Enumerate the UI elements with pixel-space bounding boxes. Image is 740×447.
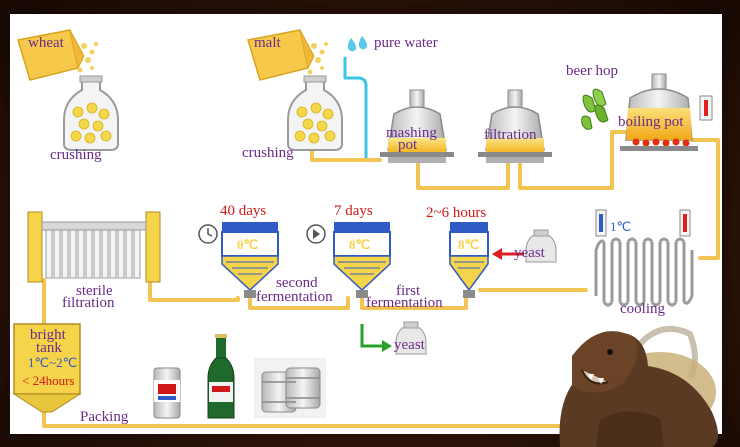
bright-tank-time: < 24hours xyxy=(22,373,75,388)
tank-second-temp: 8℃ xyxy=(349,237,371,252)
pipe-first-second xyxy=(360,296,468,310)
water-pipe xyxy=(310,56,368,162)
malt-label: malt xyxy=(254,35,281,51)
yeast-in-arrow xyxy=(492,248,524,260)
crushing-jar-1 xyxy=(63,75,119,151)
second-fermentation-label-b: fermentation xyxy=(256,289,333,305)
first-fermentation-label-a: first xyxy=(396,283,421,299)
beer-hop-label: beer hop xyxy=(566,63,619,79)
yeast-jar-icon xyxy=(525,229,557,263)
time-40-days: 40 days xyxy=(220,203,267,219)
play-icon xyxy=(306,224,326,244)
tank-third-temp: 0℃ xyxy=(237,237,259,252)
bright-tank-label-a: bright xyxy=(30,327,66,343)
yeast-out-arrow xyxy=(360,324,392,352)
boiling-pot-label: boiling pot xyxy=(618,114,684,130)
thermometer-icon xyxy=(699,95,713,121)
beer-bottle-icon xyxy=(207,334,235,419)
tank-third xyxy=(221,222,279,298)
hop-icon xyxy=(581,88,609,130)
sterile-filter xyxy=(27,211,161,283)
bright-tank-label-b: tank xyxy=(36,340,62,356)
sterile-filtration-label-b: filtration xyxy=(62,295,115,311)
clock-icon xyxy=(198,224,218,244)
keg-icon xyxy=(254,358,326,418)
sterile-filtration-label-a: sterile xyxy=(76,283,113,299)
mashing-label: mashing xyxy=(386,125,437,141)
beer-can-icon xyxy=(153,367,181,419)
pipe-filter-boil xyxy=(518,130,630,190)
packing-label: Packing xyxy=(80,409,129,425)
filtration-pot xyxy=(478,89,552,163)
yeast-out-label: yeast xyxy=(394,337,425,353)
bright-tank xyxy=(12,323,82,413)
bright-tank-temp: 1℃~2℃ xyxy=(28,355,78,370)
pipe-boil-cool xyxy=(690,138,720,260)
water-drops-icon xyxy=(347,36,368,52)
first-fermentation-label-b: fermentation xyxy=(366,295,443,311)
yeast-jar-out-icon xyxy=(395,321,427,355)
pipe-mash-filter xyxy=(416,162,510,190)
wheat-bag-icon xyxy=(17,29,98,81)
yeast-in-label: yeast xyxy=(514,245,545,261)
crushing-label-2: crushing xyxy=(242,145,294,161)
pipe-crush-mash xyxy=(310,148,382,162)
wheat-label: wheat xyxy=(28,35,64,51)
tank-first-temp: 8℃ xyxy=(458,237,480,252)
bear-icon xyxy=(559,325,718,447)
cooler xyxy=(594,209,694,307)
time-2-6-hours: 2~6 hours xyxy=(426,205,487,221)
crushing-label-1: crushing xyxy=(50,147,102,163)
mashing-pot-label: pot xyxy=(398,137,418,153)
pipe-second-third xyxy=(248,296,350,310)
cooling-label: cooling xyxy=(620,301,665,317)
malt-bag-icon xyxy=(247,29,328,81)
pipe-third-sterile xyxy=(148,280,240,302)
tank-second xyxy=(333,222,391,298)
pipe-bright-pack xyxy=(42,410,582,428)
pipes xyxy=(42,56,720,428)
tank-first xyxy=(449,222,489,298)
mashing-pot xyxy=(380,89,454,163)
time-7-days: 7 days xyxy=(334,203,373,219)
boiling-pot xyxy=(620,73,698,151)
filtration-label: filtration xyxy=(484,127,537,143)
cooler-temp: 1℃ xyxy=(610,219,632,234)
second-fermentation-label-a: second xyxy=(276,275,318,291)
pure-water-label: pure water xyxy=(374,35,438,51)
crushing-jar-2 xyxy=(287,75,343,151)
